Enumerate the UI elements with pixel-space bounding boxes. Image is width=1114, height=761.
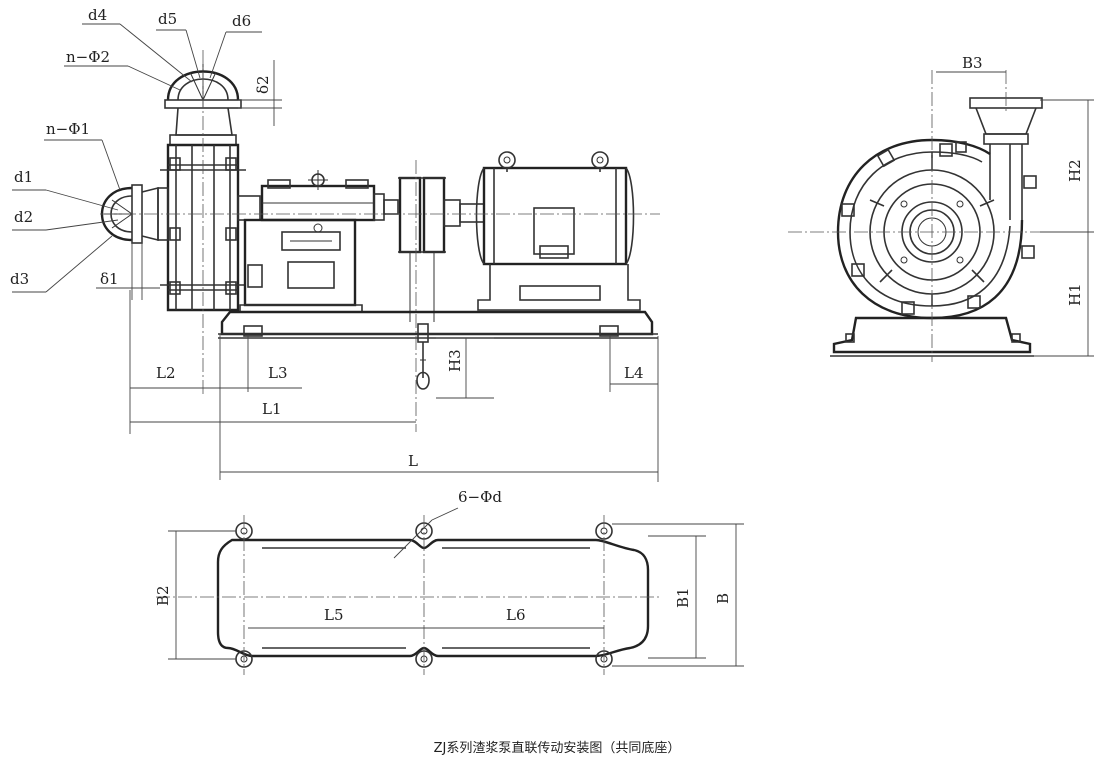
label-6-phi-d: 6−Φd	[458, 488, 502, 506]
label-H2: H2	[1066, 159, 1084, 182]
label-d5: d5	[158, 10, 177, 28]
label-delta2: δ2	[254, 75, 272, 94]
label-d2: d2	[14, 208, 33, 226]
motor-side-view	[475, 151, 641, 311]
label-B1: B1	[674, 587, 692, 608]
pump-side-view	[100, 64, 399, 313]
label-L: L	[408, 452, 418, 470]
label-L5: L5	[324, 606, 344, 624]
label-B2: B2	[154, 585, 172, 606]
label-d3: d3	[10, 270, 29, 288]
front-view-dimensions	[936, 71, 1094, 357]
label-L2: L2	[156, 364, 176, 382]
label-d4: d4	[88, 6, 107, 24]
label-L6: L6	[506, 606, 526, 624]
label-L3: L3	[268, 364, 288, 382]
label-H1: H1	[1066, 283, 1084, 306]
plan-view-dimensions	[168, 507, 744, 667]
label-delta1: δ1	[100, 270, 119, 288]
label-d1: d1	[14, 168, 33, 186]
coupling-side-view	[398, 176, 485, 322]
label-L4: L4	[624, 364, 644, 382]
label-B3: B3	[962, 54, 983, 72]
drawing-caption: ZJ系列渣浆泵直联传动安装图（共同底座）	[433, 741, 681, 756]
label-L1: L1	[262, 400, 282, 418]
dimension-labels: d4 d5 d6 n−Φ2 δ2 n−Φ1 d1 d2 d3 δ1 L2 L3 …	[10, 6, 1084, 624]
label-d6: d6	[232, 12, 251, 30]
side-view-dimensions	[12, 23, 659, 482]
label-n-phi2: n−Φ2	[66, 48, 110, 66]
base-plan-view	[216, 522, 650, 668]
label-n-phi1: n−Φ1	[46, 120, 90, 138]
label-B: B	[714, 593, 732, 604]
pump-front-view	[830, 97, 1043, 357]
label-H3: H3	[446, 349, 464, 372]
